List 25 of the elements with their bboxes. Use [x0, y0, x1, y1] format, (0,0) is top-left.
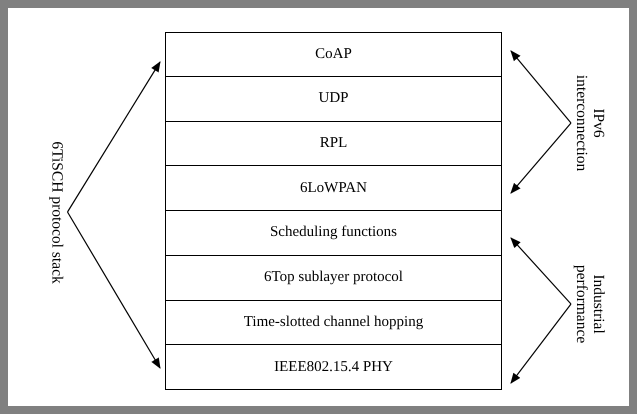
arrow — [510, 304, 572, 384]
arrow — [66, 61, 161, 212]
protocol-layer — [165, 32, 502, 77]
protocol-layer — [165, 344, 502, 390]
protocol-layer — [165, 254, 502, 300]
arrow — [510, 50, 572, 124]
arrow — [510, 122, 572, 194]
arrow — [66, 212, 161, 369]
protocol-layer — [165, 300, 502, 346]
layer-label: Scheduling functions — [270, 224, 398, 242]
protocol-layer — [165, 165, 502, 211]
layer-label: RPL — [320, 134, 348, 152]
group-label: IPv6 interconnection — [572, 68, 608, 178]
protocol-layer — [165, 120, 502, 166]
layer-label: 6Top sublayer protocol — [264, 269, 403, 286]
layer-label: 6LoWPAN — [300, 180, 367, 197]
protocol-layer — [165, 210, 502, 256]
layer-label: Time-slotted channel hopping — [244, 314, 424, 331]
group-label: Industrial performance — [572, 249, 608, 360]
layer-label: CoAP — [315, 46, 352, 63]
layer-label: IEEE802.15.4 PHY — [274, 358, 393, 376]
arrow — [510, 237, 572, 304]
layer-label: UDP — [318, 90, 348, 108]
protocol-layer — [165, 76, 502, 122]
group-label: 6TiSCH protocol stack — [48, 102, 66, 322]
